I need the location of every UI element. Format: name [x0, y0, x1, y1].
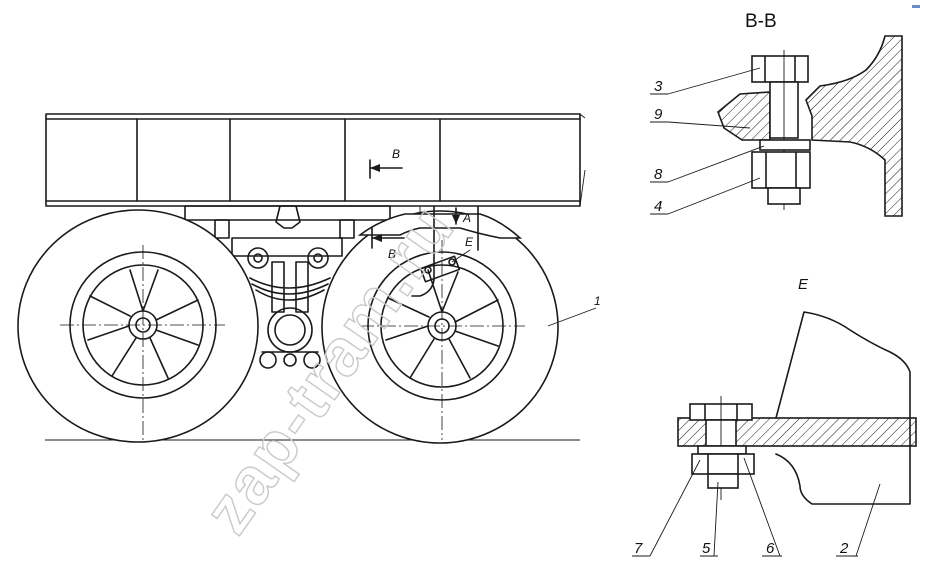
- callout-6-label: 6: [766, 540, 775, 557]
- side-view: B B A E 1: [17, 113, 601, 444]
- marker-e-label: E: [465, 235, 474, 249]
- section-marker-b-lower: B: [371, 227, 405, 261]
- callout-4: 4: [650, 177, 761, 215]
- corner-mark: [912, 5, 920, 8]
- bolt-e: [689, 396, 755, 500]
- callout-7: 7: [632, 459, 701, 557]
- marker-b-upper-label: B: [392, 147, 400, 161]
- callout-2-label: 2: [839, 540, 849, 557]
- callout-2: 2: [836, 483, 881, 557]
- callout-3: 3: [650, 67, 761, 95]
- callout-9-label: 9: [654, 106, 663, 123]
- callout-8-label: 8: [654, 166, 663, 183]
- marker-a-label: A: [462, 211, 471, 225]
- chassis-frame: [45, 113, 586, 207]
- rim-clamp-section: [717, 91, 771, 141]
- callout-3-label: 3: [654, 78, 663, 95]
- callout-9: 9: [650, 106, 751, 129]
- view-arrow-a: A: [452, 207, 471, 225]
- leaf-spring: [249, 261, 331, 369]
- section-marker-b-upper: B: [369, 147, 403, 179]
- section-bb: B-B 3 9: [650, 11, 903, 217]
- callout-7-label: 7: [634, 540, 643, 557]
- fender-bracket: [411, 205, 479, 297]
- suspension-bracket: [184, 205, 391, 269]
- wheel-disc-section: [805, 35, 903, 217]
- frame-member-outline: [775, 311, 911, 505]
- callout-8: 8: [650, 145, 765, 183]
- rear-wheel: [17, 209, 259, 443]
- callout-5: 5: [700, 481, 719, 557]
- callout-1-label: 1: [594, 294, 601, 308]
- callout-5-label: 5: [702, 540, 711, 557]
- detail-e: E 7 5: [632, 276, 917, 557]
- bolt-bb: [751, 50, 811, 210]
- callout-4-label: 4: [654, 198, 662, 215]
- detail-marker-e: E: [451, 235, 474, 263]
- detail-e-title: E: [798, 276, 809, 293]
- marker-b-lower-label: B: [388, 247, 396, 261]
- callout-6: 6: [743, 457, 782, 557]
- front-wheel: [321, 210, 559, 444]
- callout-1: 1: [547, 294, 601, 327]
- section-bb-title: B-B: [745, 11, 777, 32]
